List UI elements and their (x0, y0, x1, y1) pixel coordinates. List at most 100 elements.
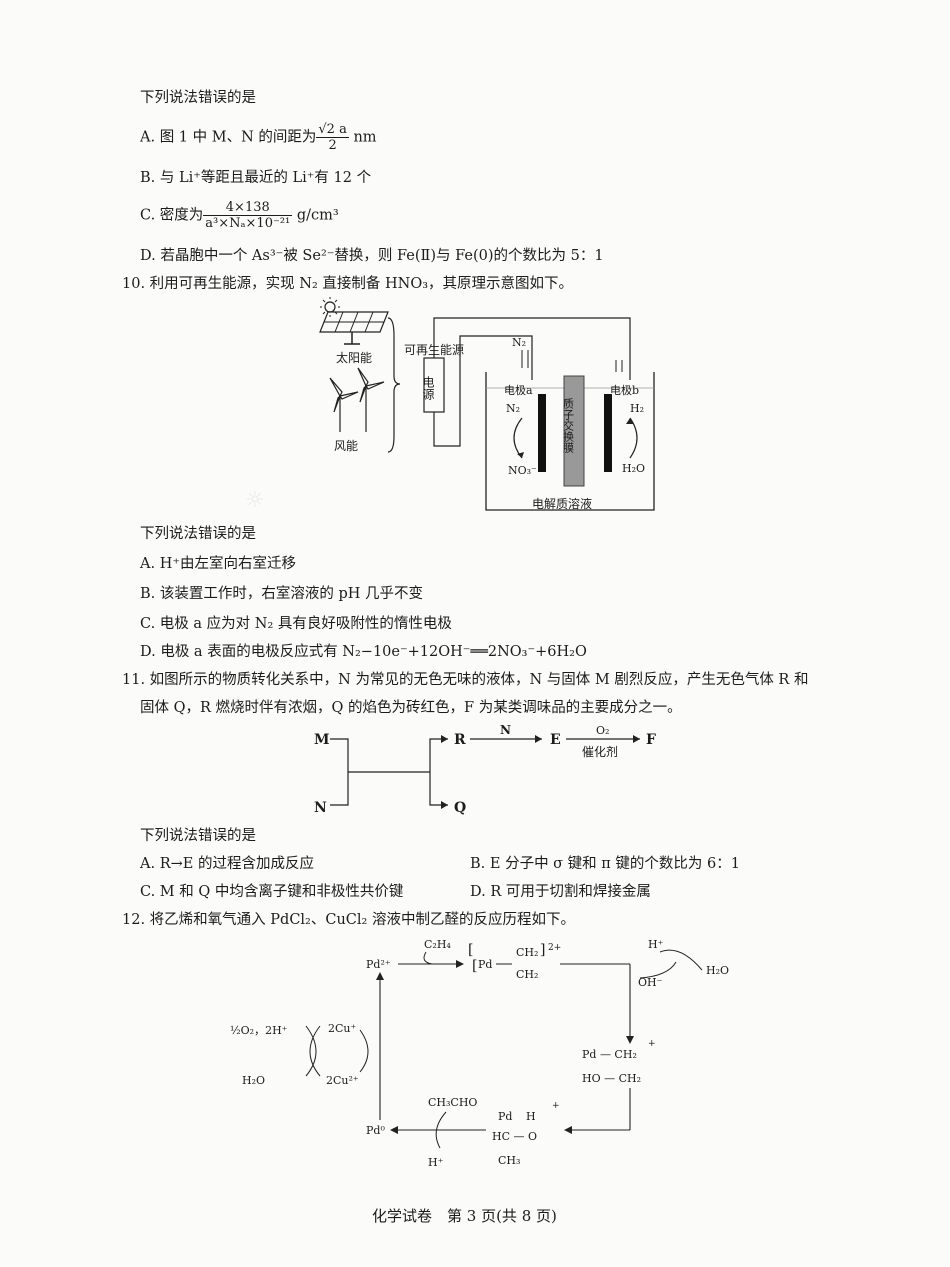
right-h2-label: H₂ (630, 402, 644, 415)
complex3-ch3: CH₃ (498, 1154, 520, 1167)
complex2-charge: + (648, 1039, 656, 1049)
bracket-open-1: [ (468, 942, 473, 958)
arrowhead-5 (376, 972, 384, 980)
ch3cho-label: CH₃CHO (428, 1096, 477, 1109)
complex2-bottom: HO — CH₂ (582, 1072, 641, 1085)
complex1-pd: Pd (478, 958, 492, 971)
ch3cho-curve (435, 1111, 447, 1149)
h2o-label: H₂O (706, 964, 729, 977)
q9-c-denominator: a³×Nₐ×10⁻²¹ (205, 216, 291, 231)
o2-curve (305, 1025, 317, 1077)
bracket-right (429, 738, 448, 806)
pd0-label: Pd⁰ (366, 1124, 385, 1137)
q11-option-c: C. M 和 Q 中均含离子键和非极性共价键 (140, 884, 404, 900)
arrowhead-q (441, 801, 448, 809)
q11-conversion-diagram: M N R Q N E O₂ 催化剂 F (314, 723, 656, 816)
left-no3-label: NO₃⁻ (508, 464, 537, 477)
arrow-e-f-top: O₂ (596, 724, 609, 737)
h-plus-label: H⁺ (648, 938, 664, 951)
q9-a-unit: nm (353, 129, 377, 146)
label-q: Q (454, 800, 466, 816)
oh-curve (639, 961, 677, 979)
h2o-out-label: H₂O (242, 1074, 265, 1087)
q10-option-b: B. 该装置工作时，右室溶液的 pH 几乎不变 (140, 586, 424, 602)
electrode-a-label: 电极a (504, 383, 533, 397)
arrowhead-3 (564, 1126, 572, 1134)
right-arrow (629, 417, 638, 459)
q10-option-d: D. 电极 a 表面的电极反应式有 N₂−10e⁻+12OH⁻══2NO₃⁻+6… (140, 644, 587, 660)
arrowhead-2 (626, 1036, 634, 1044)
label-f: F (646, 732, 656, 748)
q9-c-numerator: 4×138 (203, 200, 293, 216)
label-m: M (314, 732, 330, 748)
bracket-close-1: ] (540, 942, 545, 958)
label-r: R (454, 732, 466, 748)
q11-stem-line1: 11. 如图所示的物质转化关系中，N 为常见的无色无味的液体，N 与固体 M 剧… (122, 672, 809, 688)
complex3-hc: HC — O (492, 1130, 537, 1143)
q9-option-d: D. 若晶胞中一个 As³⁻被 Se²⁻替换，则 Fe(Ⅱ)与 Fe(0)的个数… (140, 248, 604, 264)
q9-a-numerator: √2 a (316, 122, 349, 138)
q9-prompt: 下列说法错误的是 (140, 90, 256, 106)
cu-2plus-label: 2Cu²⁺ (326, 1074, 359, 1087)
wind-label: 风能 (334, 439, 358, 453)
bracket-open-1b: [ (472, 958, 477, 974)
arrowhead-4 (390, 1126, 398, 1134)
wire-bottom (433, 335, 533, 447)
q10-option-a: A. H⁺由左室向右室迁移 (140, 556, 296, 572)
membrane-label: 质子交换膜 (562, 398, 575, 454)
q9-a-denominator: 2 (328, 138, 337, 153)
q9-option-b: B. 与 Li⁺等距且最近的 Li⁺有 12 个 (140, 170, 372, 186)
complex2-top: Pd — CH₂ (582, 1048, 637, 1061)
electrode-a-plate (538, 394, 546, 472)
complex3-h: H (526, 1110, 536, 1123)
complex3-charge: + (552, 1101, 560, 1111)
arrowhead-1 (456, 960, 464, 968)
solar-label: 太阳能 (336, 350, 372, 365)
electrode-b-label: 电极b (610, 383, 639, 397)
o2-label: ½O₂，2H⁺ (230, 1024, 288, 1037)
q9-c-unit: g/cm³ (296, 207, 339, 224)
pd2-label: Pd²⁺ (366, 958, 391, 971)
arrow-e-f-bottom: 催化剂 (582, 744, 618, 759)
q9-a-text: A. 图 1 中 M、N 的间距为 (140, 129, 317, 146)
cu-plus-label: 2Cu⁺ (328, 1022, 356, 1035)
h-plus-out: H⁺ (428, 1156, 444, 1169)
q10-electrolysis-diagram: 太阳能 风能 可再生能源 电源 N₂ 质子交换膜 电极a 电极b N₂ NO₃⁻… (319, 297, 655, 511)
electrolytic-cell (485, 372, 655, 511)
brace (387, 317, 401, 453)
cu-curve (309, 1025, 321, 1077)
solar-panel-icon (319, 311, 389, 345)
proton-exchange-membrane (563, 375, 585, 487)
c2h4-label: C₂H₄ (424, 938, 451, 951)
electrolyte-label: 电解质溶液 (532, 496, 592, 511)
q11-prompt: 下列说法错误的是 (140, 828, 256, 844)
n2-input-label: N₂ (512, 336, 526, 349)
c2h4-curve (423, 951, 433, 965)
arrowhead-f (633, 735, 640, 743)
complex1-ch2a: CH₂ (516, 946, 538, 959)
left-n2-label: N₂ (506, 402, 520, 415)
wire-top (433, 317, 631, 380)
right-h2o-label: H₂O (622, 462, 645, 475)
arrow-r-e-label: N (500, 723, 511, 737)
q11-option-d: D. R 可用于切割和焊接金属 (470, 884, 651, 900)
faded-watermark: ☼ (245, 488, 265, 513)
right-arrowhead (626, 418, 633, 424)
power-label: 电源 (421, 376, 435, 401)
sun-icon (320, 297, 340, 317)
q11-option-b: B. E 分子中 σ 键和 π 键的个数比为 6：1 (470, 856, 740, 872)
q12-stem: 12. 将乙烯和氧气通入 PdCl₂、CuCl₂ 溶液中制乙醛的反应历程如下。 (122, 912, 575, 928)
label-e: E (550, 732, 561, 748)
q11-stem-line2: 固体 Q，R 燃烧时伴有浓烟，Q 的焰色为砖红色，F 为某类调味品的主要成分之一… (140, 700, 682, 716)
oh-label: OH⁻ (638, 976, 663, 989)
q12-mechanism-diagram: Pd²⁺ C₂H₄ [ [ Pd CH₂ CH₂ ] 2+ H⁺ H₂O OH⁻… (230, 938, 729, 1169)
electrode-b-plate (604, 394, 612, 472)
left-arrow (513, 417, 523, 459)
bracket-left (330, 738, 349, 806)
q10-prompt: 下列说法错误的是 (140, 526, 256, 542)
q9-c-text: C. 密度为 (140, 207, 204, 224)
q10-option-c: C. 电极 a 应为对 N₂ 具有良好吸附性的惰性电极 (140, 616, 452, 632)
